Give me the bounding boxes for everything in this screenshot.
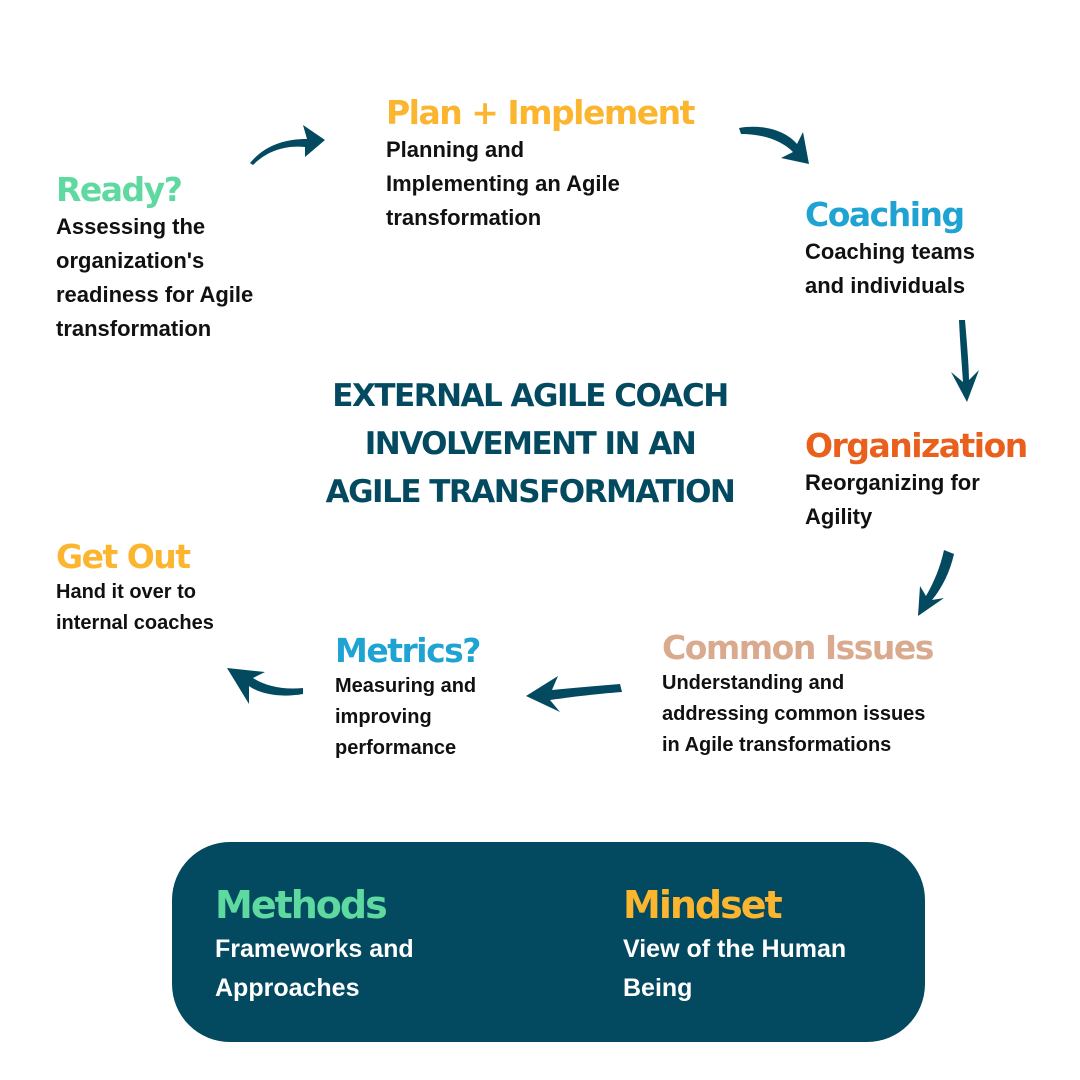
arrow-left-icon bbox=[524, 668, 624, 718]
curved-arrow-down-right-icon bbox=[737, 120, 817, 170]
step-title: Get Out bbox=[56, 537, 191, 576]
step-common-issues: Common Issues Understanding and addressi… bbox=[662, 628, 934, 761]
step-description: Assessing the organization's readiness f… bbox=[56, 214, 254, 341]
step-plan-implement: Plan + Implement Planning and Implementi… bbox=[386, 93, 695, 235]
step-description: Understanding and addressing common issu… bbox=[662, 672, 926, 756]
step-get-out: Get Out Hand it over to internal coaches bbox=[56, 537, 214, 639]
step-description: Measuring and improving performance bbox=[335, 675, 477, 759]
arrow-down-icon bbox=[945, 318, 985, 406]
step-metrics: Metrics? Measuring and improving perform… bbox=[335, 631, 481, 764]
step-description: Planning and Implementing an Agile trans… bbox=[386, 137, 620, 230]
methods-title: Methods bbox=[215, 883, 388, 927]
step-title: Plan + Implement bbox=[386, 93, 695, 132]
step-title: Organization bbox=[805, 426, 1028, 465]
mindset-section: Mindset View of the Human Being bbox=[623, 880, 846, 1008]
step-title: Common Issues bbox=[662, 628, 934, 667]
arrow-down-left-icon bbox=[910, 548, 960, 620]
foundation-box: Methods Frameworks and Approaches Mindse… bbox=[172, 842, 925, 1042]
step-description: Coaching teams and individuals bbox=[805, 239, 975, 298]
step-title: Metrics? bbox=[335, 631, 481, 670]
page-title: EXTERNAL AGILE COACH INVOLVEMENT IN AN A… bbox=[325, 378, 736, 510]
step-ready: Ready? Assessing the organization's read… bbox=[56, 170, 253, 346]
methods-description: Frameworks and Approaches bbox=[215, 935, 414, 1002]
mindset-description: View of the Human Being bbox=[623, 935, 847, 1002]
step-title: Coaching bbox=[805, 195, 965, 234]
step-description: Hand it over to internal coaches bbox=[56, 581, 214, 634]
step-description: Reorganizing for Agility bbox=[805, 470, 980, 529]
mindset-title: Mindset bbox=[623, 883, 783, 927]
curved-arrow-up-left-icon bbox=[225, 664, 307, 706]
step-coaching: Coaching Coaching teams and individuals bbox=[805, 195, 975, 303]
methods-section: Methods Frameworks and Approaches bbox=[215, 880, 414, 1008]
step-title: Ready? bbox=[56, 170, 183, 209]
step-organization: Organization Reorganizing for Agility bbox=[805, 426, 1028, 534]
curved-arrow-right-icon bbox=[245, 115, 330, 170]
